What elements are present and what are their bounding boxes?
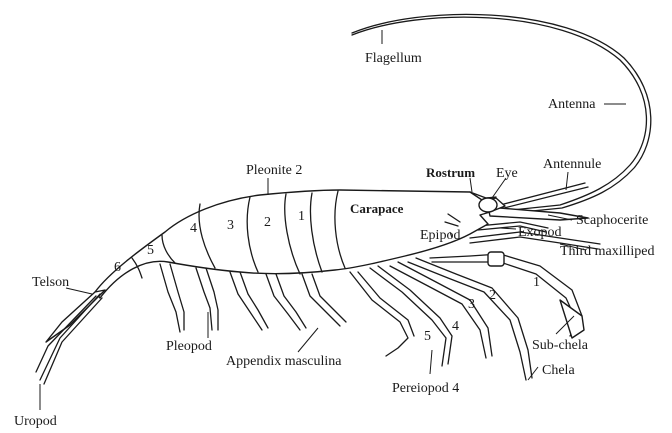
pereiopod-number-4: 4 [452,319,459,334]
pleonite-number-1: 1 [298,209,305,224]
label-antenna: Antenna [548,97,596,112]
pereiopod-number-2: 2 [489,288,496,303]
pereiopod-4 [370,266,452,366]
leader-exopod [500,228,516,229]
pleonite-number-4: 4 [190,221,197,236]
label-uropod: Uropod [14,414,57,429]
label-chela: Chela [542,363,575,378]
label-antennule: Antennule [543,157,601,172]
label-pereiopod-4: Pereiopod 4 [392,381,459,396]
leader-chela [528,367,538,380]
label-carapace: Carapace [350,201,404,216]
pleonite-number-3: 3 [227,218,234,233]
pleopod-3 [230,272,268,330]
label-eye: Eye [496,166,518,181]
label-third-maxilliped: Third maxilliped [560,244,654,259]
shrimp-body [95,190,505,298]
pleopod-2 [196,268,218,330]
leader-appendix-masculina [298,328,318,352]
leader-rostrum [470,178,472,192]
leader-telson [66,288,92,294]
label-flagellum: Flagellum [365,51,422,66]
antenna-flagellum [352,17,646,210]
eye-shape [479,198,497,212]
label-rostrum: Rostrum [426,165,475,180]
label-appendix-masculina: Appendix masculina [226,354,342,369]
pleonite-number-6: 6 [114,260,121,275]
pereiopod-2 [408,258,532,380]
pereiopod-3 [390,262,492,358]
pleopod-5 [302,274,346,326]
pleopod-4 [266,274,306,330]
pereiopod-5 [350,272,414,356]
label-exopod: Exopod [518,225,562,240]
pereiopod-joint [488,252,504,266]
pleopod-1 [160,264,184,332]
pereiopod-number-5: 5 [424,329,431,344]
pleonite-number-2: 2 [264,215,271,230]
pereiopod-number-1: 1 [533,275,540,290]
pleonite-number-5: 5 [147,243,154,258]
label-telson: Telson [32,275,69,290]
label-pleonite-2: Pleonite 2 [246,163,302,178]
pereiopod-number-3: 3 [468,297,475,312]
label-sub-chela: Sub-chela [532,338,589,353]
scaphocerite [488,207,588,220]
leader-eye [492,178,506,198]
label-epipod: Epipod [420,228,460,243]
label-pleopod: Pleopod [166,339,212,354]
sub-chela-claw [560,300,584,338]
leader-pereiopod-4 [430,350,432,374]
antenna-flagellum-inner [352,14,651,213]
label-scaphocerite: Scaphocerite [576,213,648,228]
antennule [500,183,588,209]
